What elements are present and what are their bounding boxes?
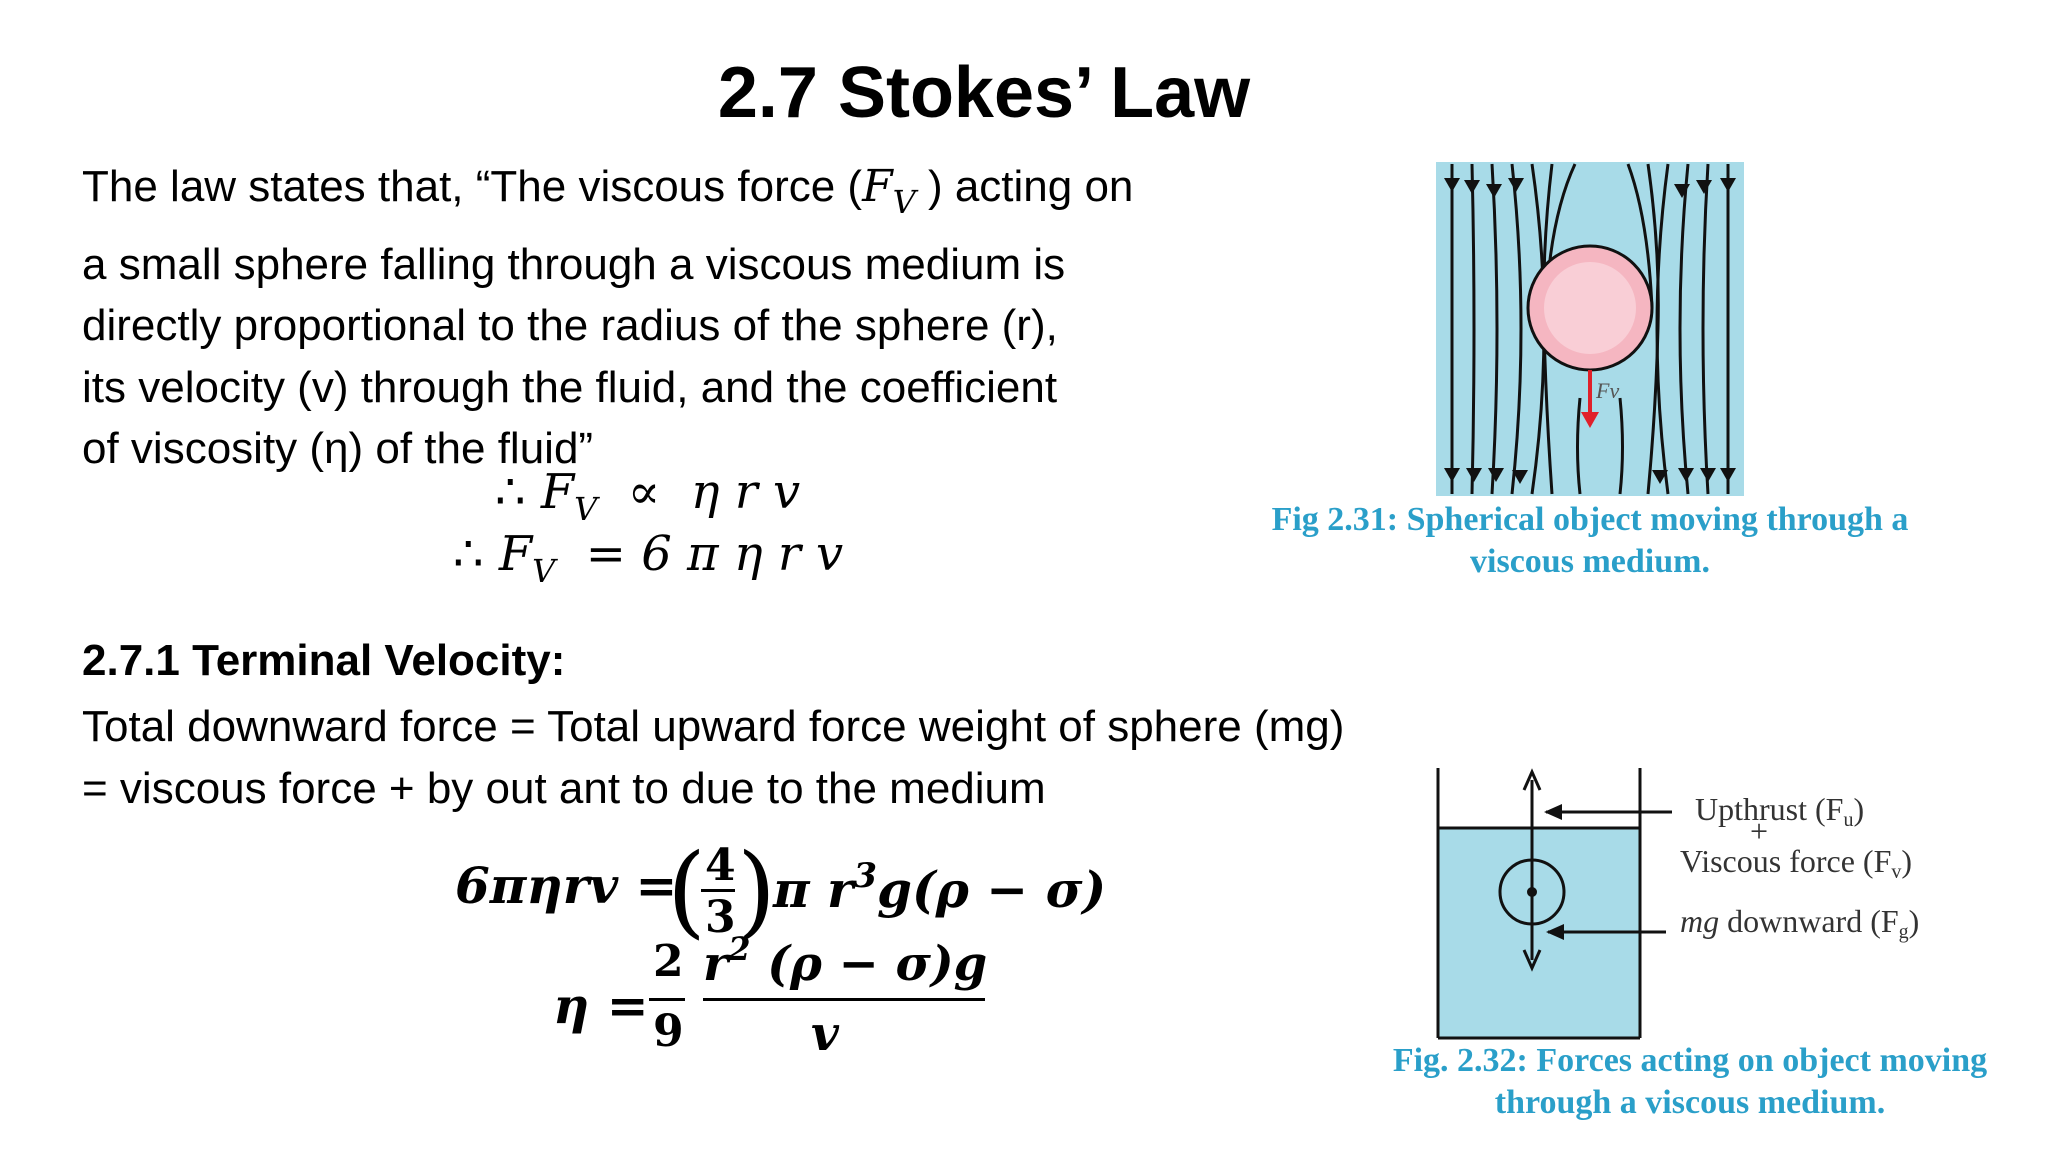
flow-arrowheads — [1444, 178, 1736, 484]
figure-sphere-streamlines: Fv — [1436, 162, 1744, 496]
statement-line-5: of viscosity (η) of the fluid” — [82, 424, 594, 473]
statement-text: The law states that, “The viscous force … — [82, 162, 863, 211]
upthrust-label: Upthrust (Fu) — [1695, 791, 1864, 831]
stokes-equation: ∴ FV = 6 π η r v — [453, 526, 844, 590]
statement-line-2: a small sphere falling through a viscous… — [82, 239, 1066, 289]
terminal-line-2: = viscous force + by out ant to due to t… — [82, 763, 1046, 813]
plus-label: + — [1750, 813, 1768, 849]
figure1-caption-line-2: viscous medium. — [1470, 543, 1710, 580]
statement-text: ) acting on — [915, 162, 1134, 211]
figure1-caption-line-1: Fig 2.31: Spherical object moving throug… — [1271, 501, 1909, 538]
fv-label: Fv — [1595, 378, 1619, 403]
terminal-formula-1: 6πηrv = ( 4 3 ) π r3g(ρ − σ) — [455, 832, 1107, 949]
statement-line-3: directly proportional to the radius of t… — [82, 301, 1058, 350]
statement-line-1: The law states that, “The viscous force … — [82, 156, 1242, 234]
law-statement: The law states that, “The viscous force … — [82, 156, 1242, 480]
proportionality-equation: ∴ FV ∝ η r v — [495, 464, 801, 528]
section-heading: 2.7.1 Terminal Velocity: — [82, 636, 566, 685]
terminal-formula-2: η = 2 9 r2 (ρ − σ)g v — [553, 930, 988, 1062]
figure2-caption-line-2: through a viscous medium. — [1494, 1084, 1886, 1121]
viscous-label: Viscous force (Fv) — [1680, 843, 1912, 883]
statement-line-4: its velocity (v) through the fluid, and … — [82, 362, 1058, 412]
figure2-caption-line-1: Fig. 2.32: Forces acting on object movin… — [1392, 1042, 1988, 1079]
figure1-caption: Fig 2.31: Spherical object moving throug… — [1220, 499, 1960, 583]
figure2-caption: Fig. 2.32: Forces acting on object movin… — [1340, 1040, 2040, 1124]
fv-symbol: FV — [862, 161, 916, 221]
terminal-line-1: Total downward force = Total upward forc… — [82, 702, 1345, 751]
slide-title: 2.7 Stokes’ Law — [717, 53, 1251, 133]
mg-label: mg downward (Fg) — [1680, 903, 1919, 943]
figure-forces-diagram: Upthrust (Fu) + Viscous force (Fv) mg do… — [1436, 768, 1919, 1040]
terminal-velocity-text: Total downward force = Total upward forc… — [82, 696, 1344, 819]
